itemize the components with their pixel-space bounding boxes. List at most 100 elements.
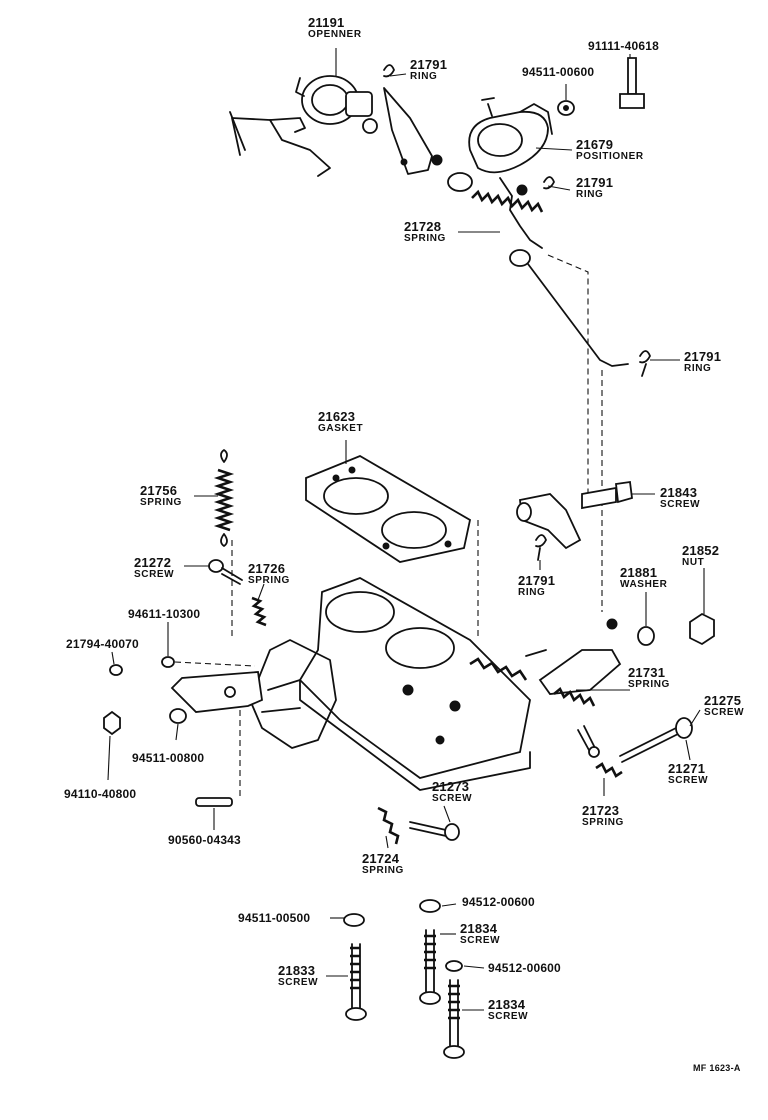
callout-21731: 21731 SPRING <box>628 666 670 690</box>
part-name: SCREW <box>704 707 745 718</box>
part-number: 21756 <box>140 483 178 498</box>
callout-94511-00800: 94511-00800 <box>132 752 204 764</box>
part-number: 21791 <box>518 573 556 588</box>
part-name: SCREW <box>278 977 319 988</box>
callout-21728: 21728 SPRING <box>404 220 446 244</box>
part-number: 21833 <box>278 963 316 978</box>
callout-21623: 21623 GASKET <box>318 410 363 434</box>
bottom-screw-spring-drawing <box>377 806 460 845</box>
part-number: 21623 <box>318 409 356 424</box>
callout-21794-40070: 21794-40070 <box>66 638 139 650</box>
part-name: SPRING <box>248 575 290 586</box>
part-name: SPRING <box>582 817 624 828</box>
part-number: 21881 <box>620 565 658 580</box>
callout-90560-04343: 90560-04343 <box>168 834 241 846</box>
callout-21723: 21723 SPRING <box>582 804 624 828</box>
screw-21272-drawing <box>208 559 267 627</box>
part-number: 21794-40070 <box>66 637 139 651</box>
callout-94611-10300: 94611-10300 <box>128 608 200 620</box>
part-number: 21843 <box>660 485 698 500</box>
part-number: 21791 <box>684 349 722 364</box>
part-name: SCREW <box>488 1011 529 1022</box>
callout-21791-ring-positioner: 21791 RING <box>576 176 613 200</box>
bottom-long-screws-drawing <box>343 899 465 1059</box>
callout-21791-ring-rod: 21791 RING <box>684 350 721 374</box>
callout-21272: 21272 SCREW <box>134 556 174 580</box>
part-number: 21834 <box>460 921 498 936</box>
callout-21791-ring-lower: 21791 RING <box>518 574 555 598</box>
part-number: 94511-00500 <box>238 911 311 925</box>
throttle-body-drawing <box>170 577 622 791</box>
part-number: 94512-00600 <box>462 895 535 909</box>
part-number: 94512-00600 <box>488 961 561 975</box>
callout-21275: 21275 SCREW <box>704 694 744 718</box>
gasket-drawing <box>305 454 472 563</box>
ring-clips-drawing <box>383 64 651 561</box>
part-name: WASHER <box>620 579 668 590</box>
part-number: 21791 <box>576 175 614 190</box>
part-name: SPRING <box>404 233 446 244</box>
part-number: 21728 <box>404 219 442 234</box>
part-name: SCREW <box>432 793 473 804</box>
part-name: GASKET <box>318 423 364 434</box>
callout-21271: 21271 SCREW <box>668 762 708 786</box>
part-number: 21679 <box>576 137 614 152</box>
part-name: RING <box>410 71 438 82</box>
callout-21724: 21724 SPRING <box>362 852 404 876</box>
callout-21843: 21843 SCREW <box>660 486 700 510</box>
callout-21726: 21726 SPRING <box>248 562 290 586</box>
callout-21273: 21273 SCREW <box>432 780 472 804</box>
part-number: 94110-40800 <box>64 787 137 801</box>
part-number: 21791 <box>410 57 448 72</box>
nut-washer-drawing <box>637 612 715 646</box>
spring-21728-drawing <box>447 172 629 367</box>
part-name: SPRING <box>140 497 182 508</box>
throttle-opener-drawing <box>229 75 443 177</box>
part-number: 94511-00800 <box>132 751 205 765</box>
callout-21834-lower: 21834 SCREW <box>488 998 528 1022</box>
callout-21679: 21679 POSITIONER <box>576 138 644 162</box>
spring-21756-drawing <box>213 449 235 547</box>
callout-21833: 21833 SCREW <box>278 964 318 988</box>
part-number: 21834 <box>488 997 526 1012</box>
part-number: 21273 <box>432 779 470 794</box>
part-name: SPRING <box>362 865 404 876</box>
callout-94511-00500: 94511-00500 <box>238 912 310 924</box>
linkage-screw-21843-drawing <box>516 480 633 550</box>
part-name: SCREW <box>134 569 175 580</box>
callout-21191: 21191 OPENNER <box>308 16 362 40</box>
part-name: RING <box>518 587 546 598</box>
callout-21756: 21756 SPRING <box>140 484 182 508</box>
part-name: RING <box>576 189 604 200</box>
part-number: 21191 <box>308 15 345 30</box>
part-name: SPRING <box>628 679 670 690</box>
part-name: NUT <box>682 557 705 568</box>
part-number: 21271 <box>668 761 706 776</box>
part-number: 91111-40618 <box>588 39 659 53</box>
callout-21791-ring-top: 21791 RING <box>410 58 447 82</box>
callout-91111-40618: 91111-40618 <box>588 40 659 52</box>
callout-94512-00600-top: 94512-00600 <box>462 896 535 908</box>
callout-94511-00600: 94511-00600 <box>522 66 594 78</box>
part-number: 94511-00600 <box>522 65 595 79</box>
part-number: 21726 <box>248 561 286 576</box>
part-number: 21723 <box>582 803 620 818</box>
spring-screw-right-drawing <box>553 686 693 778</box>
throttle-positioner-drawing <box>468 97 553 249</box>
callout-94512-00600-lower: 94512-00600 <box>488 962 561 974</box>
callout-94110-40800: 94110-40800 <box>64 788 136 800</box>
part-name: SCREW <box>668 775 709 786</box>
part-number: 94611-10300 <box>128 607 201 621</box>
part-number: 21272 <box>134 555 172 570</box>
part-number: 21852 <box>682 543 720 558</box>
part-name: SCREW <box>660 499 701 510</box>
left-fasteners-drawing <box>103 656 233 807</box>
bolt-washer-drawing <box>557 57 645 116</box>
leader-lines <box>107 48 705 1011</box>
part-name: RING <box>684 363 712 374</box>
part-name: OPENNER <box>308 29 362 40</box>
part-number: 21724 <box>362 851 400 866</box>
part-name: SCREW <box>460 935 501 946</box>
part-number: 21731 <box>628 665 666 680</box>
